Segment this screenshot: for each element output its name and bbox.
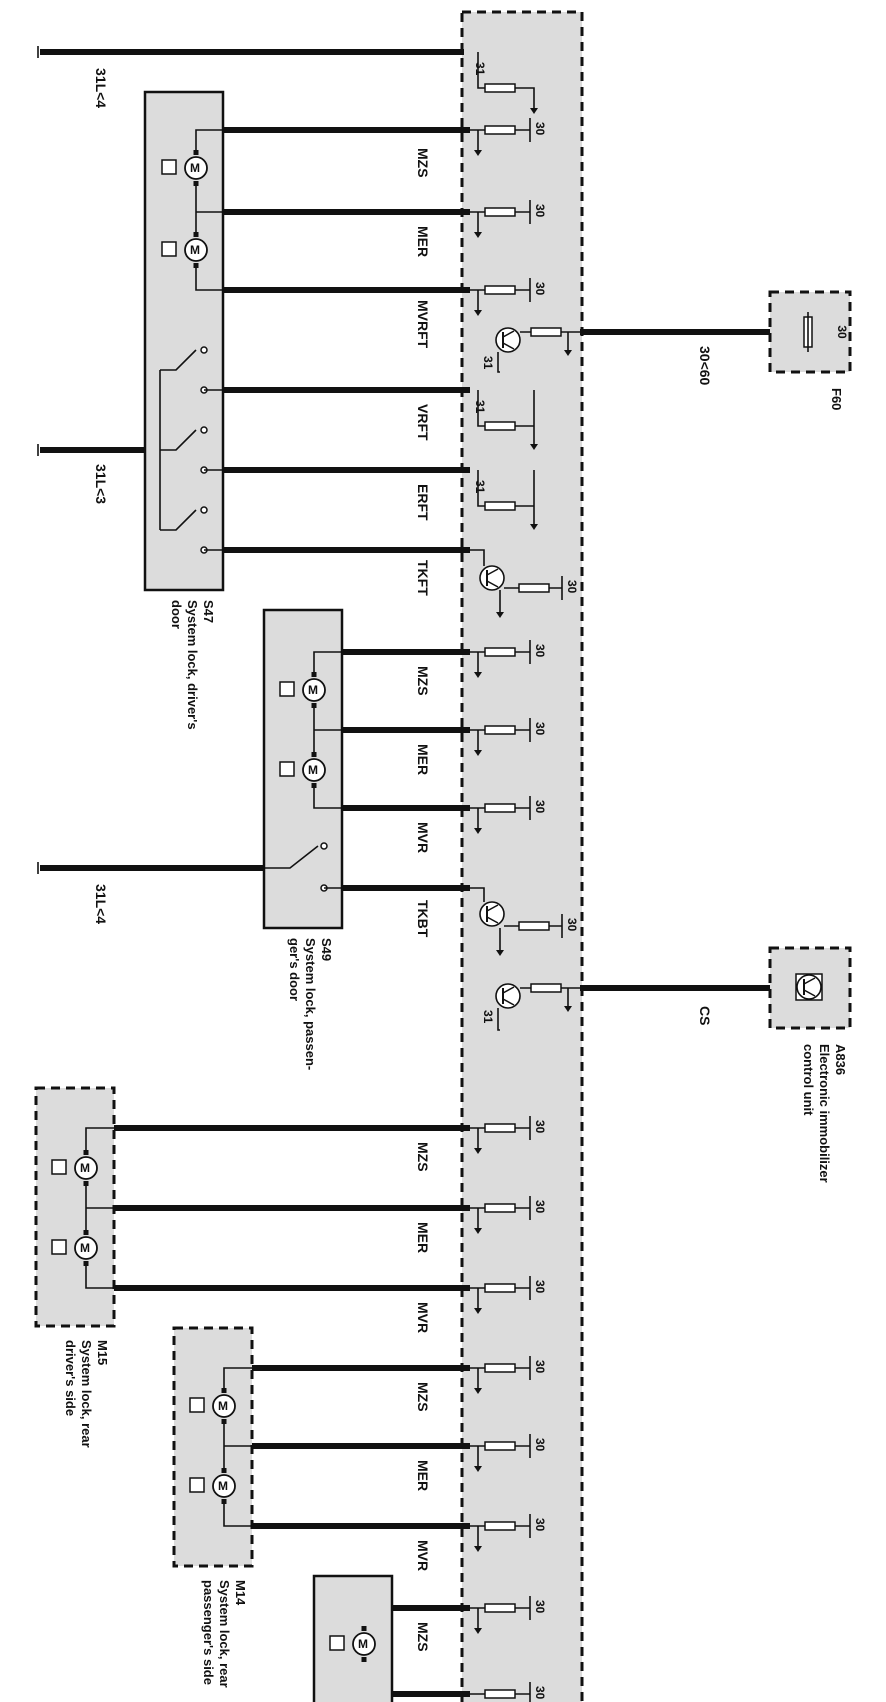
svg-text:30: 30 [533,1200,547,1214]
svg-text:30: 30 [533,1438,547,1452]
label-tkbt: TKBT [415,900,431,938]
svg-text:31: 31 [481,1010,495,1024]
ground-label-lower: 31L<4 [93,884,109,924]
motor-icon-m14-2: M [189,1468,235,1504]
s47-line1: System lock, driver's [185,600,200,730]
label-mer-1: MER [415,226,431,257]
svg-text:30: 30 [533,644,547,658]
svg-text:M: M [308,683,318,697]
s49-line2: ger's door [287,938,302,1001]
label-erft: ERFT [415,484,431,521]
s49-code: S49 [319,938,334,961]
label-mer-3: MER [415,1222,431,1253]
label-mer-4: MER [415,1460,431,1491]
motor-m15-box [34,1086,116,1328]
switch-contact-s49 [264,842,342,892]
ground-wire-top [37,46,464,58]
svg-text:30: 30 [533,1686,547,1700]
switch-s47-box [143,90,225,592]
a836-line2: control unit [801,1044,816,1116]
a836-line1: Electronic immobilizer [817,1044,832,1183]
svg-text:30: 30 [533,1120,547,1134]
svg-text:30: 30 [533,204,547,218]
ground-label-top: 31L<4 [93,68,109,108]
svg-text:30: 30 [533,1600,547,1614]
internal-circuits: 31 31 31 31 [470,52,580,1702]
pin-30-labels: 30 30 30 30 30 30 30 30 30 30 30 30 30 3… [533,122,579,1700]
switch-s49-box [262,608,344,930]
motor-icon-s47-2: M [161,232,207,268]
svg-text:M: M [358,1637,368,1651]
label-vrft: VRFT [415,404,431,441]
svg-text:M: M [190,243,200,257]
label-mvr-2: MVR [415,1302,431,1333]
svg-text:30: 30 [565,580,579,594]
motor-icon-bottom: M [329,1626,375,1662]
svg-text:M: M [80,1241,90,1255]
ground-label-middle: 31L<3 [93,464,109,504]
label-mvr-1: MVR [415,822,431,853]
s49-line1: System lock, passen- [303,938,318,1070]
motor-icon-s47-1: M [161,150,207,186]
fuse-wire-label: 30<60 [697,346,713,386]
bottom-lock-box [312,1574,394,1702]
svg-text:31: 31 [481,356,495,370]
a836-code: A836 [833,1044,848,1075]
m14-line2: passenger's side [201,1580,216,1685]
svg-text:31: 31 [473,480,487,494]
motor-icon-s49-2: M [279,752,325,788]
f60-pin: 30 [835,325,849,339]
motor-icon-s49-1: M [279,672,325,708]
label-mvr-3: MVR [415,1540,431,1571]
svg-text:30: 30 [533,800,547,814]
svg-text:30: 30 [533,722,547,736]
svg-text:30: 30 [533,1360,547,1374]
svg-text:30: 30 [533,1518,547,1532]
label-mvrft: MVRFT [415,300,431,349]
svg-text:31: 31 [473,62,487,76]
label-mzs-4: MZS [415,1382,431,1412]
svg-text:31: 31 [473,400,487,414]
cs-wire-label: CS [697,1006,713,1025]
svg-text:M: M [80,1161,90,1175]
m14-line1: System lock, rear [217,1580,232,1688]
signal-wires [114,127,770,1697]
svg-text:M: M [190,161,200,175]
svg-text:M: M [218,1479,228,1493]
label-mer-2: MER [415,744,431,775]
label-mzs-2: MZS [415,666,431,696]
label-tkft: TKFT [415,560,431,596]
m15-line2: driver's side [63,1340,78,1416]
control-unit-box [460,10,584,1702]
svg-text:30: 30 [533,1280,547,1294]
motor-m14-box [172,1326,254,1568]
label-mzs-1: MZS [415,148,431,178]
m15-line1: System lock, rear [79,1340,94,1448]
s47-code: S47 [201,600,216,623]
s47-line2: door [169,600,184,629]
m14-code: M14 [233,1580,248,1606]
svg-text:30: 30 [565,918,579,932]
motor-icon-m15-1: M [51,1150,97,1186]
motor-icon-m14-1: M [189,1388,235,1424]
motor-icon-m15-2: M [51,1230,97,1266]
switch-contacts-s47 [159,346,224,554]
f60-code: F60 [829,388,844,410]
svg-text:30: 30 [533,122,547,136]
svg-text:M: M [218,1399,228,1413]
svg-text:M: M [308,763,318,777]
label-mzs-5: MZS [415,1622,431,1652]
label-mzs-3: MZS [415,1142,431,1172]
m15-code: M15 [95,1340,110,1365]
ground-wire-lower [37,862,264,874]
ground-wire-middle [37,444,146,456]
svg-text:30: 30 [533,282,547,296]
